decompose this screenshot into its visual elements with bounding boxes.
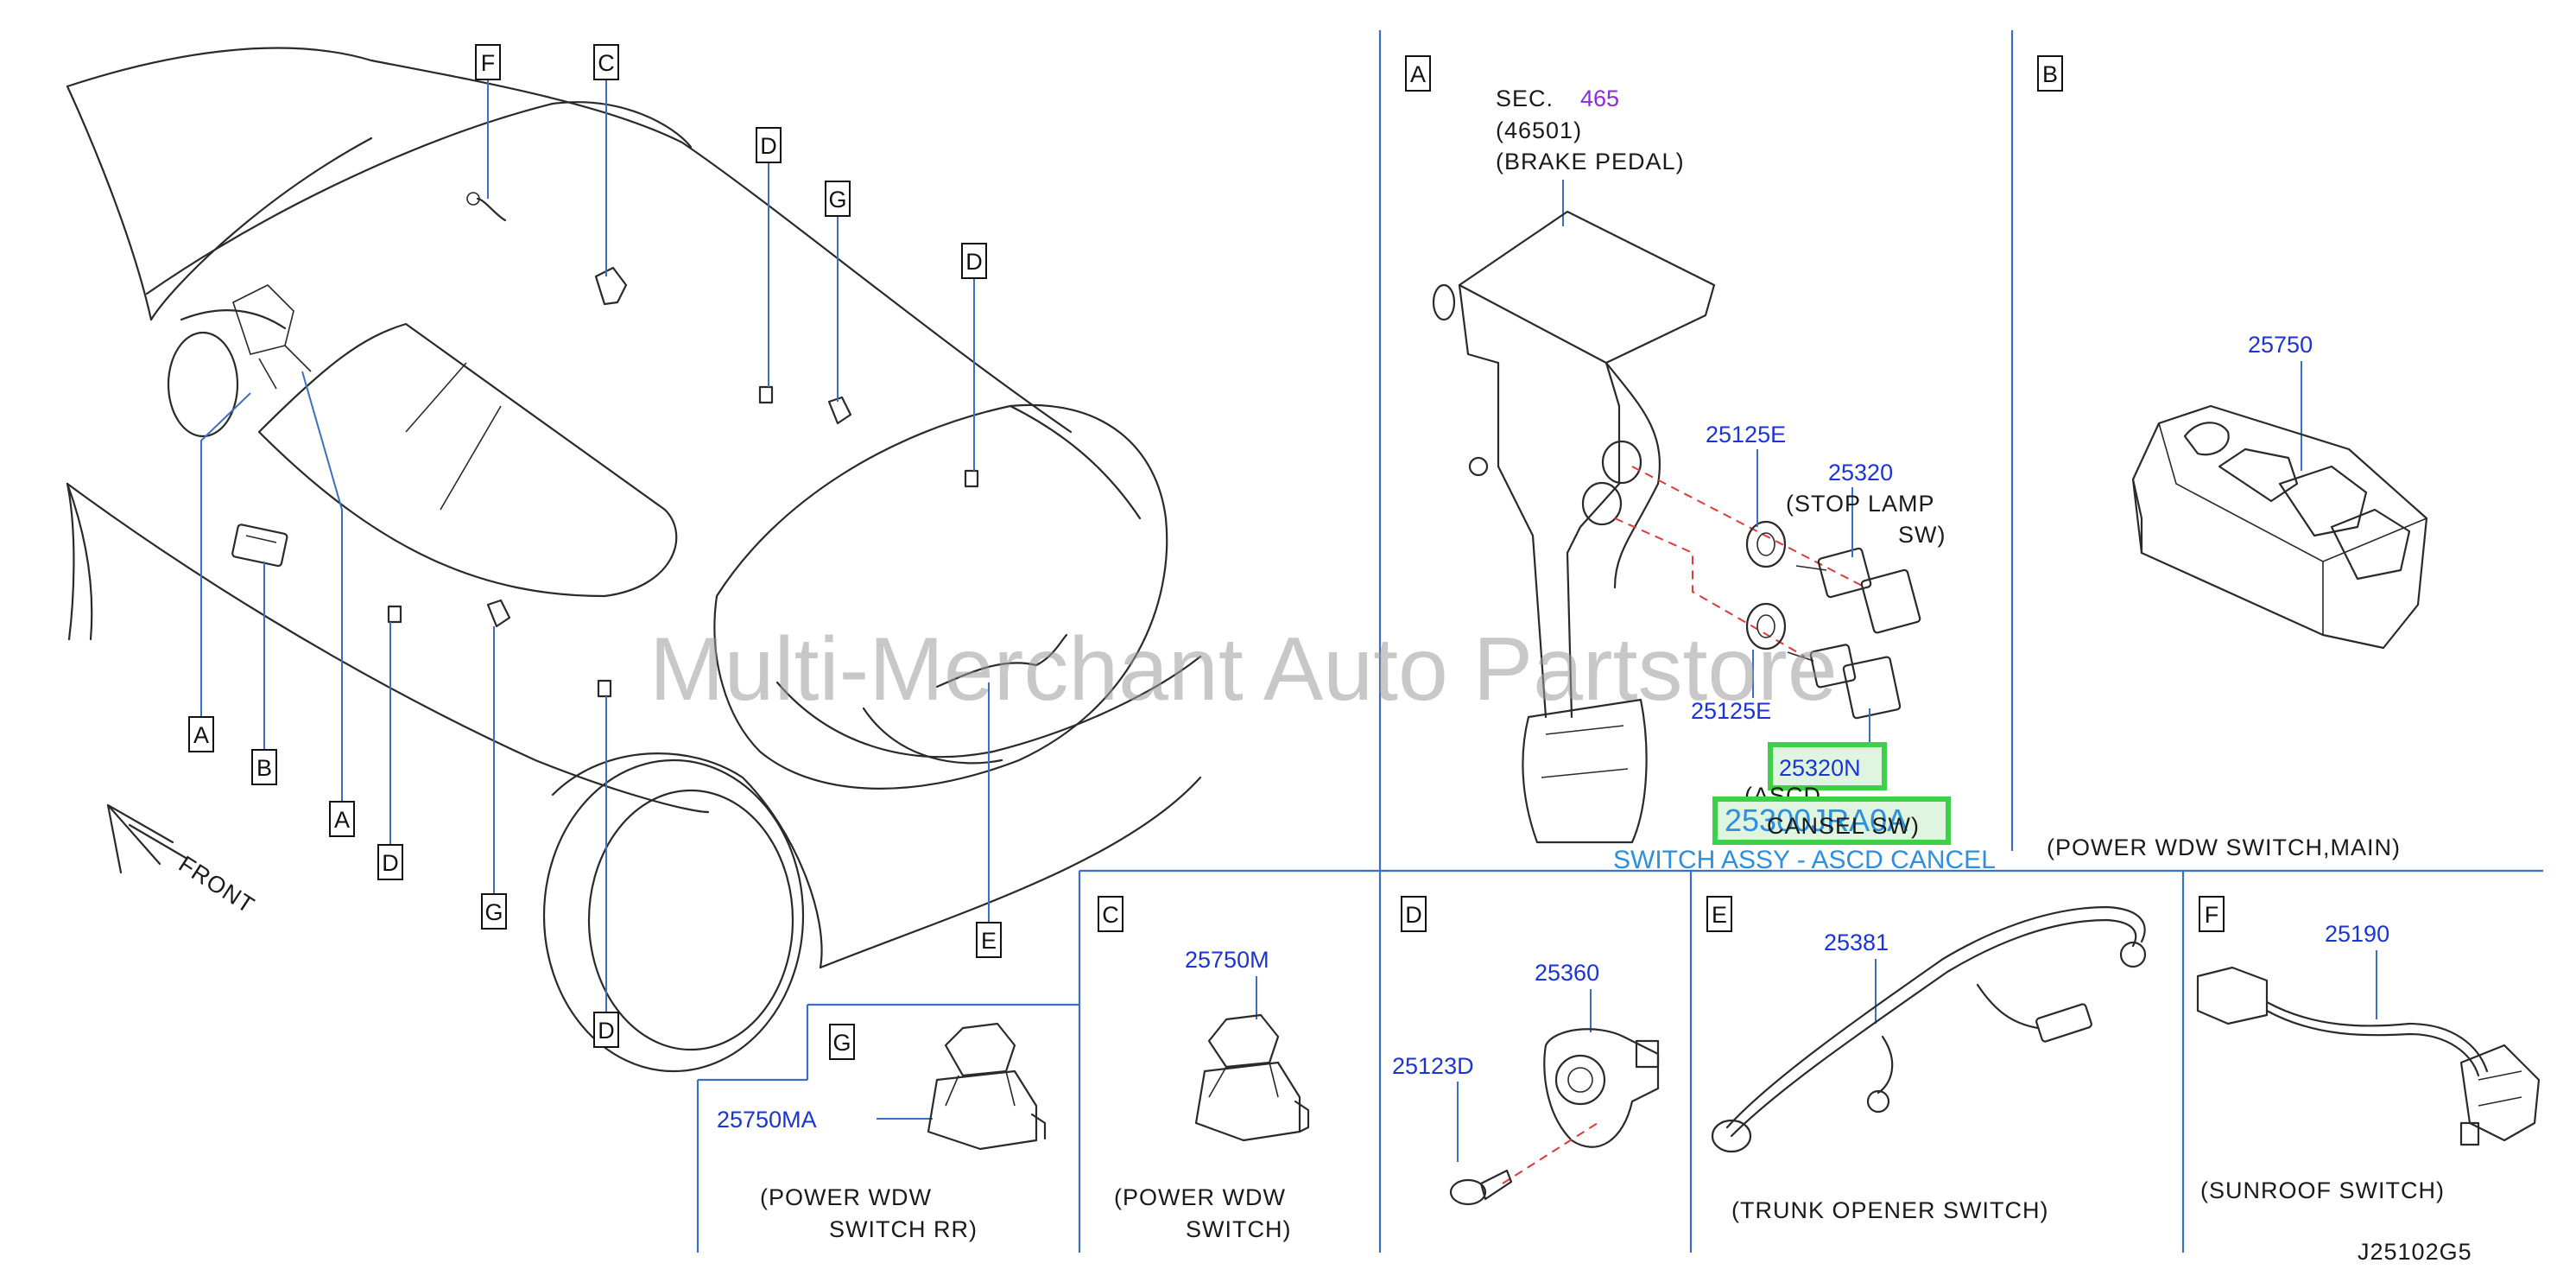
diagram-code: J25102G5 [2358,1239,2472,1265]
overview-part-c [594,266,628,306]
part-desc: (POWER WDW [1114,1184,1286,1210]
overview-part-e [935,633,1068,689]
callout-box [593,44,619,80]
panel-e: E 25381 (TRUNK OPENER SWITCH) [1706,896,2147,1223]
stop-lamp-switch-drawing [1745,520,1921,634]
callout-letter: G [828,187,846,213]
part-number: 25125E [1691,698,1771,724]
callout-box [475,44,501,80]
overview-part-f [476,197,507,222]
power-window-switch-drawing [1194,1013,1310,1142]
part-number: 25320N [1779,755,1861,781]
panel-letter: E [1712,902,1727,928]
panel-c: C 25750M (POWER WDW SWITCH) [1098,896,1310,1242]
overview-part-g1 [827,396,852,425]
callout-box [329,801,355,837]
front-arrow [106,803,187,874]
part-number: 25320 [1828,460,1893,486]
highlight-part-name: SWITCH ASSY - ASCD CANCEL [1613,846,1996,874]
callout-letter: A [193,722,209,748]
trunk-opener-harness-drawing [1711,905,2147,1153]
part-number: 25750 [2248,332,2313,358]
part-number: 25750M [1185,947,1269,973]
rear-window-switch-drawing [927,1022,1047,1151]
callout-box [961,243,987,279]
part-number: 25190 [2325,921,2389,947]
part-desc: (POWER WDW [760,1184,932,1210]
panel-letter: B [2042,61,2058,87]
highlight-box [1768,742,1887,790]
overview-part-d1 [758,385,774,404]
callout-letter: D [382,850,399,876]
ascd-cancel-switch-drawing [1745,602,1902,720]
panel-f: F 25190 (SUNROOF SWITCH) [2196,896,2541,1203]
callout-box [976,922,1002,958]
panel-dividers [696,30,2543,1253]
part-desc: SW) [1898,522,1946,548]
part-number: 25750MA [717,1107,817,1133]
callout-letter: D [965,249,983,275]
switch-25360-drawing [1543,1028,1660,1148]
callout-letter: E [981,928,997,954]
brake-pedal-drawing [1432,210,1716,844]
sec-sub: (46501) [1496,117,1582,143]
callout-letter: D [760,133,777,159]
part-desc: (POWER WDW SWITCH,MAIN) [2047,835,2401,860]
callout-letter: A [334,807,350,833]
part-desc: (STOP LAMP [1786,491,1935,517]
panel-letter: D [1405,902,1422,928]
part-desc: CANSEL SW) [1767,813,1920,839]
panel-g: G 25750MA (POWER WDW SWITCH RR) [717,1022,1047,1242]
callout-letter: B [256,755,272,781]
watermark: Multi-Merchant Auto Partstore [649,619,1838,720]
callout-box [756,127,782,163]
sec-prefix: SEC. [1496,86,1554,111]
overview-part-d2 [964,469,979,488]
part-desc: SWITCH RR) [829,1216,978,1242]
callout-letter: C [598,50,615,76]
overview-part-g2 [486,599,511,628]
front-label: FRONT [174,851,260,919]
sunroof-switch-drawing [2196,966,2541,1146]
part-desc: (TRUNK OPENER SWITCH) [1731,1197,2049,1223]
callout-letter: D [598,1018,615,1044]
part-desc: (SUNROOF SWITCH) [2200,1177,2445,1203]
panel-letter: C [1102,902,1119,928]
panel-a: A SEC. 465 (46501) (BRAKE PEDAL) [1405,55,1996,874]
part-number: 25360 [1535,960,1599,986]
overview-callouts: F C D G D A B A D G D E [188,44,1002,1048]
overview-part-d4 [597,679,612,698]
callout-letter: G [484,899,503,925]
panel-letter: A [1410,61,1426,87]
callout-box [593,1012,619,1048]
sec-number: 465 [1580,86,1619,111]
callout-box [377,844,403,880]
callout-box [825,181,851,217]
part-number: 25125E [1706,422,1786,447]
part-number: 25123D [1392,1053,1474,1079]
highlight-part-number: 25300JRA0A [1725,803,1908,838]
panel-b: B 25750 (POWER WDW SWITCH,MAIN) [2037,55,2428,860]
panel-letter: G [832,1030,851,1056]
panel-letter: F [2205,902,2219,928]
callout-box [251,749,277,785]
car-overview-drawing: FRONT [66,47,1202,1073]
clip-25123d-drawing [1449,1169,1513,1206]
part-desc: SWITCH) [1186,1216,1291,1242]
main-window-switch-drawing [2131,404,2428,650]
overview-part-d3 [387,605,402,624]
panel-d: D 25360 25123D [1392,896,1660,1206]
highlight-box [1712,796,1951,845]
overview-part-b [231,524,288,568]
callout-box [481,893,507,930]
callout-letter: F [481,50,496,76]
callout-box [188,716,214,752]
part-number: 25381 [1824,930,1889,955]
sec-name: (BRAKE PEDAL) [1496,149,1685,175]
